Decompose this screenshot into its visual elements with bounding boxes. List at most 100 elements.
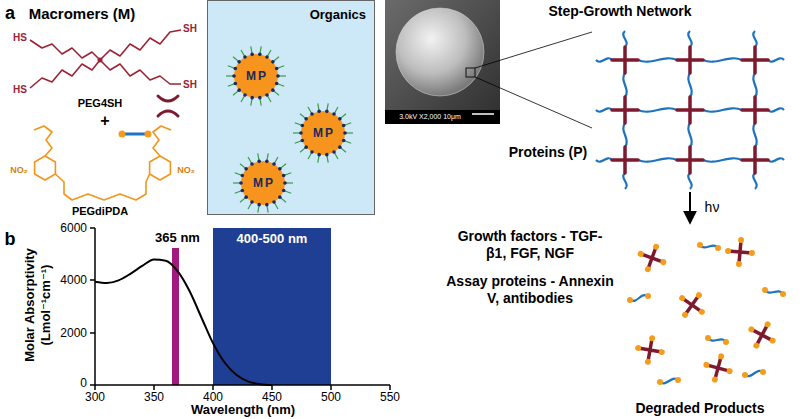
surfactant-head: [282, 189, 286, 193]
band-label: 400-500 nm: [237, 231, 308, 247]
surfactant-head: [276, 74, 280, 78]
surfactant-head: [243, 93, 247, 97]
peg-linker: [703, 58, 742, 61]
surfactant-head: [342, 139, 346, 143]
network-title: Step-Growth Network: [548, 3, 691, 20]
cleaved-end: [697, 242, 703, 248]
peg-arm: [30, 40, 100, 60]
peg-linker: [638, 158, 677, 161]
band-fill: [213, 228, 331, 385]
light-arrow: [689, 192, 691, 222]
cleaved-end: [637, 250, 645, 258]
cleaved-end: [752, 342, 760, 350]
star-arms: [637, 243, 668, 274]
component-letter: M: [246, 69, 256, 83]
tick-mark: [153, 385, 155, 390]
peg-linker: [688, 31, 691, 47]
cleaved-end: [659, 258, 667, 266]
scale-bar: [472, 113, 494, 115]
peg4sh-crosslink: [677, 147, 703, 173]
peg4sh-crosslink: [612, 147, 638, 173]
atom-label: NO₂: [177, 165, 195, 176]
tick-label: 500: [321, 390, 341, 404]
surfactant-head: [241, 189, 245, 193]
atom-label: SH: [183, 23, 197, 35]
peg4sh-crosslink: [742, 147, 768, 173]
panel-letter: b: [5, 229, 16, 251]
peg-arm: [100, 30, 181, 60]
tick-label: 550: [380, 390, 400, 404]
surfactant-head: [342, 124, 346, 128]
surfactant-head: [282, 174, 286, 178]
microsphere-shape: [231, 151, 295, 215]
tick-label: 0: [80, 376, 87, 390]
surfactant-head: [325, 110, 329, 114]
cleaved-end: [657, 379, 663, 385]
tick-mark: [90, 279, 95, 281]
surfactant-head: [275, 82, 279, 86]
peg-linker: [753, 123, 756, 147]
surfactant-head: [304, 145, 308, 149]
surfactant-head: [265, 93, 269, 97]
cleaved-end: [645, 293, 651, 299]
protein-list: Assay proteins - Annexin V, antibodies: [441, 273, 619, 307]
surfactant-head: [304, 117, 308, 121]
section-title: Proteins (P): [509, 144, 588, 161]
peg-linker: [688, 73, 691, 97]
surfactant-head: [243, 55, 247, 59]
surfactant-head: [310, 112, 314, 116]
degraded-star: [700, 350, 737, 387]
sem-info: 3.0kV X2,000 10μm: [399, 113, 461, 121]
zoom-leader: [475, 32, 592, 68]
surfactant-head: [275, 67, 279, 71]
tick-label: 300: [85, 390, 105, 404]
component-letter: M: [313, 126, 323, 140]
surfactant-head: [232, 74, 236, 78]
light-label: hν: [705, 199, 720, 216]
peg4sh-crosslink: [742, 47, 768, 73]
cleaved-end: [635, 344, 642, 351]
benzene-ring: [150, 156, 171, 180]
surfactant-head: [265, 160, 269, 164]
peg-linker: [768, 158, 784, 161]
peg4sh-structure: [30, 30, 181, 88]
tick-label: 2000: [60, 326, 87, 340]
degraded-star: [671, 284, 713, 326]
cleaved-end: [725, 248, 732, 255]
box-title: Organics: [310, 7, 366, 23]
cleaved-end: [711, 376, 718, 383]
band-label: 365 nm: [155, 230, 200, 246]
surfactant-head: [239, 181, 243, 185]
component-letter: P: [265, 176, 273, 190]
degraded-network: [627, 236, 786, 387]
plus-sign: +: [100, 111, 109, 130]
peg-linker: [688, 173, 691, 189]
surfactant-head: [283, 181, 287, 185]
surfactant-head: [338, 145, 342, 149]
surfactant-head: [258, 53, 262, 57]
tick-label: 350: [144, 390, 164, 404]
microsphere-core: [234, 54, 278, 98]
microsphere-shape: [291, 101, 355, 165]
cleaved-end: [736, 261, 743, 268]
peg-linker: [638, 58, 677, 61]
atom-label: HS: [13, 32, 27, 44]
surfactant-head: [343, 131, 347, 135]
peg-linker: [596, 58, 612, 61]
surfactant-head: [237, 60, 241, 64]
peg4sh-crosslink: [677, 47, 703, 73]
tick-label: 4000: [60, 273, 87, 287]
cleaved-end: [749, 250, 756, 257]
peg-chain: [55, 174, 149, 200]
surfactant-head: [278, 195, 282, 199]
tick-mark: [389, 385, 391, 390]
core-atom: [98, 58, 103, 63]
protein-microsphere: MP: [234, 54, 278, 98]
cleaved-end: [738, 237, 745, 244]
surfactant-head: [272, 162, 276, 166]
peg-linker: [638, 108, 677, 111]
surfactant-head: [325, 153, 329, 157]
icon-arm: [158, 96, 178, 101]
tick-mark: [330, 385, 332, 390]
degraded-star: [633, 333, 668, 368]
